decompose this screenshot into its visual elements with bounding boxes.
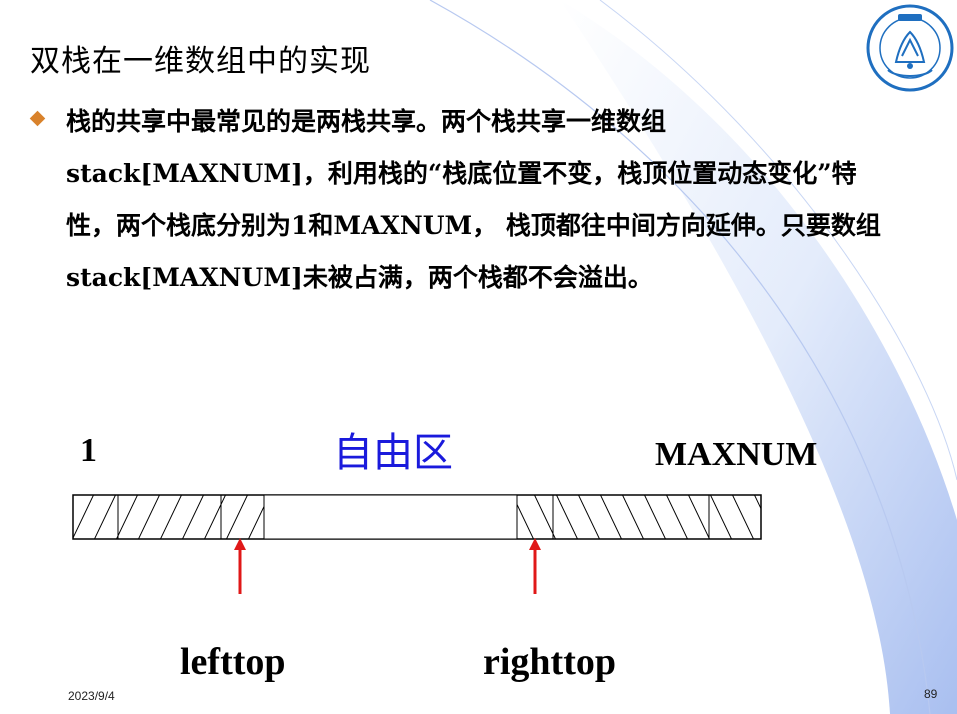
page-number: 89 [924,687,938,701]
right-stack-cell [552,494,710,540]
shared-array-diagram [72,494,762,540]
slide-title: 双栈在一维数组中的实现 [30,44,371,79]
righttop-arrow-icon [529,538,541,594]
lefttop-arrow-icon [234,538,246,594]
left-stack-cell [117,494,222,540]
free-area-cell [263,494,518,540]
left-stack-cell [72,494,119,540]
university-seal-icon [866,4,954,92]
array-end-label: MAXNUM [655,436,818,473]
lefttop-label: lefttop [180,641,286,683]
footer-date: 2023/9/4 [68,689,115,703]
slide-paragraph: 栈的共享中最常见的是两栈共享。两个栈共享一维数组stack[MAXNUM]，利用… [66,107,881,292]
array-start-label: 1 [80,432,97,469]
free-area-label: 自由区 [333,430,453,476]
left-stack-cell [220,494,265,540]
righttop-label: righttop [483,641,616,683]
right-stack-cell [708,494,762,540]
right-stack-cell [516,494,554,540]
